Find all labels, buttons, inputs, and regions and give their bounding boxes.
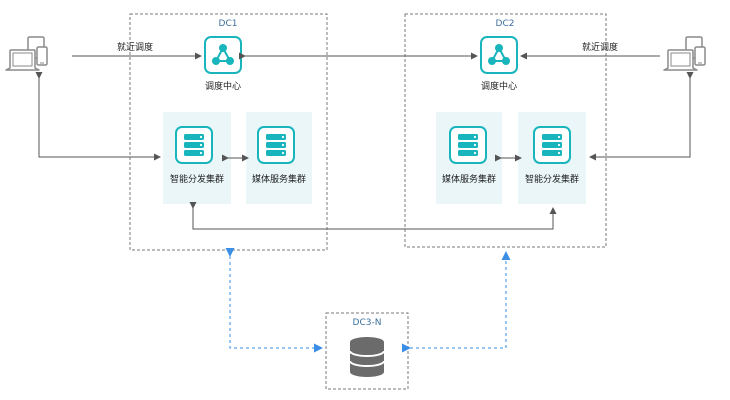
dc2-smart-cluster-label: 智能分发集群 [525,173,579,185]
dc2-title: DC2 [496,19,515,29]
dc2-scheduler-icon [480,36,518,74]
dc2-scheduler-label: 调度中心 [481,80,517,92]
dc1-media-cluster-label: 媒体服务集群 [252,173,306,185]
dc1-smart-cluster-label: 智能分发集群 [170,173,224,185]
database-icon [349,337,385,377]
dc3-title: DC3-N [353,318,382,328]
dc1-title: DC1 [219,19,238,29]
dc1-smart-cluster-icon [175,126,213,164]
dc2-smart-cluster-icon [533,126,571,164]
left-client-to-dc1-smart-cluster-edge [35,72,161,161]
right-nearest-label: 就近调度 [582,41,618,53]
dc1-scheduler-label: 调度中心 [205,80,241,92]
left-client-devices-icon [5,36,48,71]
dc1-media-cluster-icon [257,126,295,164]
dc2-media-cluster-icon [449,126,487,164]
dc3-to-dc2-dashed-edge [402,251,511,353]
left-nearest-label: 就近调度 [117,41,153,53]
dc1-smart-to-dc2-smart-edge [189,202,557,230]
dc3-to-dc1-dashed-edge [225,248,323,353]
right-client-to-dc2-smart-cluster-edge [589,72,694,161]
dc2-media-cluster-label: 媒体服务集群 [442,173,496,185]
dc1-scheduler-icon [204,36,242,74]
right-client-devices-icon [663,36,706,71]
